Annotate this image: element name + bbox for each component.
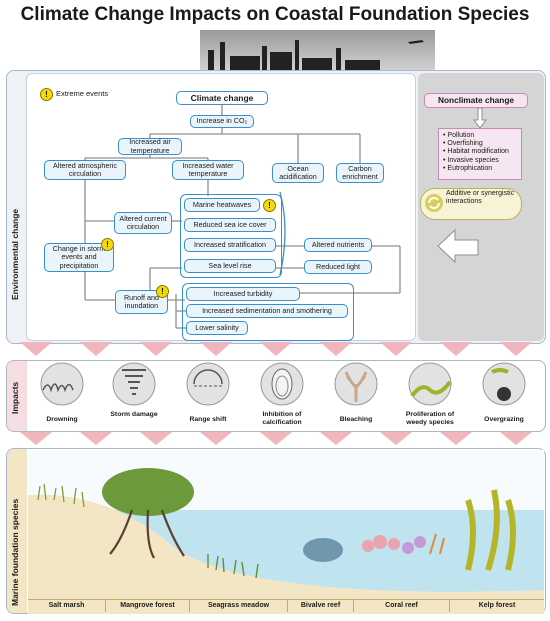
storm-icon <box>112 362 156 406</box>
page-title: Climate Change Impacts on Coastal Founda… <box>20 4 530 25</box>
foundation-species-label: Marine foundation species <box>10 498 20 606</box>
impacts-label-bg <box>7 361 27 431</box>
flow-arrows-bottom <box>20 432 532 445</box>
ocean-change-group <box>180 194 282 278</box>
runoff-and-inundation-node: Runoff and inundation <box>115 290 168 314</box>
impact-label: Drowning <box>46 416 78 423</box>
drowning-icon <box>40 362 84 406</box>
habitat-label: Kelp forest <box>478 602 516 609</box>
nonclimate-item: • Pollution <box>443 132 475 139</box>
altered-current-circulation-node: Altered current circulation <box>114 212 172 234</box>
reduced-light-node: Reduced light <box>304 260 372 274</box>
warning-icon: ! <box>101 238 114 251</box>
habitat-label: Salt marsh <box>28 600 106 612</box>
habitat-label: Coral reef <box>354 600 450 612</box>
altered-nutrients-node: Altered nutrients <box>304 238 372 252</box>
marine-heatwaves-node: Marine heatwaves <box>184 198 260 212</box>
climate-change-node: Climate change <box>176 91 268 105</box>
impact-label: Bleaching <box>339 416 373 423</box>
interactions-label: Additive or synergistic interactions <box>446 190 515 206</box>
impact-label: Storm damage <box>110 411 158 418</box>
lower-salinity-node: Lower salinity <box>186 321 248 335</box>
nonclimate-list: • Pollution • Overfishing • Habitat modi… <box>438 128 522 180</box>
range-shift-icon <box>186 362 230 406</box>
extreme-events-label: Extreme events <box>56 89 109 98</box>
seaweed-icon <box>408 362 452 406</box>
coastal-scene-illustration <box>28 450 544 600</box>
nonclimate-item: • Overfishing <box>443 140 483 148</box>
nonclimate-item: • Invasive species <box>443 156 499 164</box>
foundation-label-bg <box>7 449 27 613</box>
coral-icon <box>334 362 378 406</box>
warning-icon: ! <box>156 285 169 298</box>
ocean-acidification-node: Ocean acidification <box>272 163 324 183</box>
reduced-sea-ice-cover-node: Reduced sea ice cover <box>184 218 276 232</box>
sea-level-rise-node: Sea level rise <box>184 259 276 273</box>
increased-turbidity-node: Increased turbidity <box>186 287 300 301</box>
flow-arrows-top <box>20 342 532 356</box>
habitat-label: Mangrove forest <box>106 600 190 612</box>
impact-label: Range shift <box>189 416 227 423</box>
increased-sedimentation-node: Increased sedimentation and smothering <box>186 304 348 318</box>
nonclimate-item: • Habitat modification <box>443 148 509 156</box>
nonclimate-item: • Eutrophication <box>443 164 493 172</box>
interaction-cycle-icon <box>425 194 443 212</box>
impact-label: Overgrazing <box>484 416 524 423</box>
nonclimate-change-node: Nonclimate change <box>424 93 528 108</box>
habitat-label: Bivalve reef <box>288 600 354 612</box>
impacts-label: Impacts <box>10 381 20 414</box>
impact-label: Proliferation of weedy species <box>405 411 455 426</box>
altered-atmospheric-circulation-node: Altered atmospheric circulation <box>44 160 126 180</box>
impact-label: Inhibition of calcification <box>262 411 302 426</box>
increased-stratification-node: Increased stratification <box>184 238 276 252</box>
increased-water-temperature-node: Increased water temperature <box>172 160 244 180</box>
warning-icon: ! <box>263 199 276 212</box>
increase-co2-node: Increase in CO₂ <box>190 115 254 128</box>
habitat-label: Seagrass meadow <box>190 600 288 612</box>
shell-icon <box>260 362 304 406</box>
carbon-enrichment-node: Carbon enrichment <box>336 163 384 183</box>
warning-icon: ! <box>40 88 53 101</box>
increased-air-temperature-node: Increased air temperature <box>118 137 182 155</box>
coastal-change-group <box>182 283 354 341</box>
urchin-icon <box>482 362 526 406</box>
habitat-bar <box>28 599 544 614</box>
impact-icons <box>40 362 526 406</box>
